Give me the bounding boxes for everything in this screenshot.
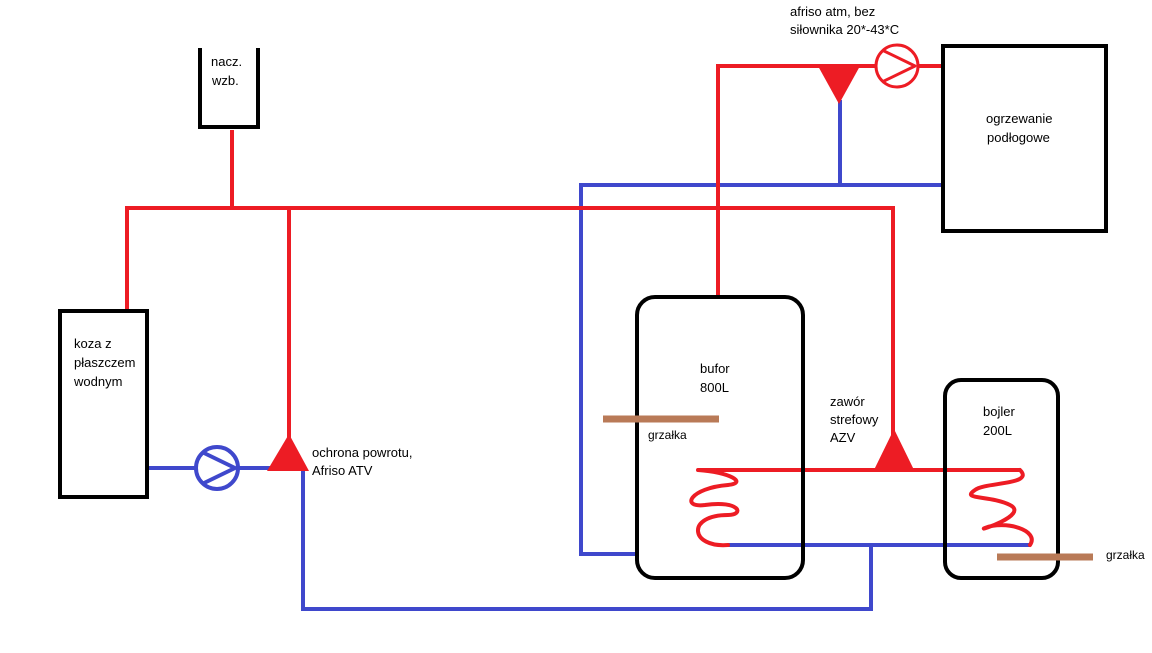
boiler-heater-label: grzałka [1106,548,1145,562]
return-protection-valve-icon [267,434,309,471]
return-pipe-main [301,468,1030,611]
floor-heating [941,44,1108,233]
pump-icon [874,43,920,89]
boiler-tank [943,378,1060,580]
return-protection-label: ochrona powrotu,Afriso ATV [312,445,412,478]
mixing-valve-icon [818,66,860,104]
expansion-tank [198,48,260,129]
stove [58,309,149,499]
supply-pipes [125,64,1020,472]
coils [689,468,1034,548]
supply-pipe-floor [716,64,943,296]
buffer-heater-label: grzałka [648,428,687,442]
return-pipe-buffer-side [579,100,943,556]
stove-pump [194,445,240,491]
pump-icon [194,445,240,491]
heaters [603,415,1093,561]
pump-arrow [881,48,917,84]
buffer-tank [635,295,805,580]
expansion-tank-label: nacz.wzb. [211,54,242,88]
vessels [58,44,1108,580]
boiler-coil [969,468,1034,547]
floor-pump [874,43,920,89]
buffer-coil [689,468,740,548]
return-pipes [148,100,1030,611]
zone-valve-icon [873,429,915,472]
supply-pipe-main [125,206,895,440]
pump-arrow [201,450,237,486]
